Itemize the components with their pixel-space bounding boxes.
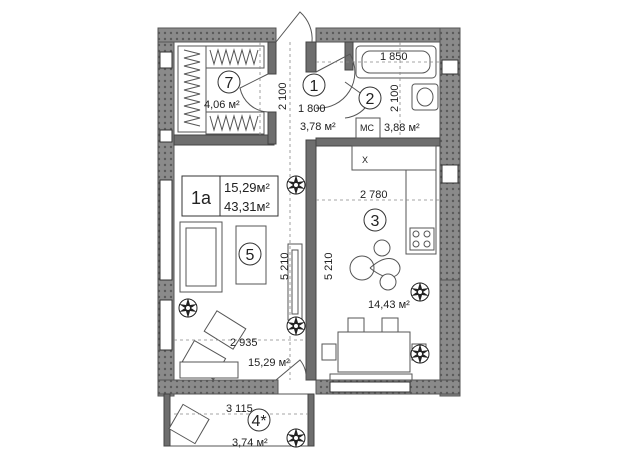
outer-walls: [157, 27, 461, 397]
room-1-area: 3,78 м²: [300, 121, 336, 133]
plant-icon: [178, 297, 198, 319]
room-4-area: 3,74 м²: [232, 437, 268, 449]
dim-2780: 2 780: [360, 189, 388, 201]
room-4-marker: [247, 408, 271, 432]
room-5-marker: [238, 242, 262, 266]
mc-label: МС: [360, 123, 374, 133]
room-labels: 7 4,06 м² 1 3,78 м² 2 3,88 м² 3 14,43 м²…: [204, 70, 420, 449]
room-5-area: 15,29 м²: [248, 357, 290, 369]
plant-icon: [410, 281, 430, 303]
dim-5210-kitchen: 5 210: [323, 252, 335, 280]
room-7-number: 7: [225, 75, 234, 92]
room-3-area: 14,43 м²: [368, 299, 410, 311]
dim-2100-right: 2 100: [389, 84, 401, 112]
wardrobe: [177, 45, 265, 135]
dim-3115: 3 115: [226, 403, 253, 415]
dim-2935: 2 935: [230, 337, 258, 349]
room-5-number: 5: [246, 247, 255, 264]
room-1-marker: [302, 73, 326, 97]
apartment-type: 1а: [191, 188, 212, 208]
room-3-marker: [363, 208, 387, 232]
dimension-labels: 1 850 2 100 2 100 1 800 2 780 5 210 5 21…: [226, 51, 408, 415]
room-2-number: 2: [366, 91, 375, 108]
room-2-marker: [358, 86, 382, 110]
room-3-number: 3: [371, 213, 380, 230]
dim-1800: 1 800: [298, 103, 326, 115]
room-7-marker: [217, 70, 241, 94]
total-area-value: 43,31м²: [224, 199, 270, 214]
dim-5210-living: 5 210: [279, 252, 291, 280]
x-label: Х: [362, 155, 368, 165]
plant-icon: [286, 427, 306, 449]
plant-icon: [410, 343, 430, 365]
room-4-number: 4*: [251, 413, 266, 430]
room-2-area: 3,88 м²: [384, 122, 420, 134]
kitchen-fixtures: [321, 145, 437, 381]
dimension-lines: [174, 42, 440, 415]
dim-1850: 1 850: [380, 51, 408, 63]
room-1-number: 1: [310, 78, 319, 95]
plant-icon: [286, 315, 306, 337]
dim-2100-left: 2 100: [277, 82, 289, 110]
apartment-info-box: 1а 15,29м² 43,31м²: [181, 175, 279, 217]
living-area-value: 15,29м²: [224, 180, 270, 195]
plant-icon: [286, 174, 306, 196]
room-7-area: 4,06 м²: [204, 99, 240, 111]
